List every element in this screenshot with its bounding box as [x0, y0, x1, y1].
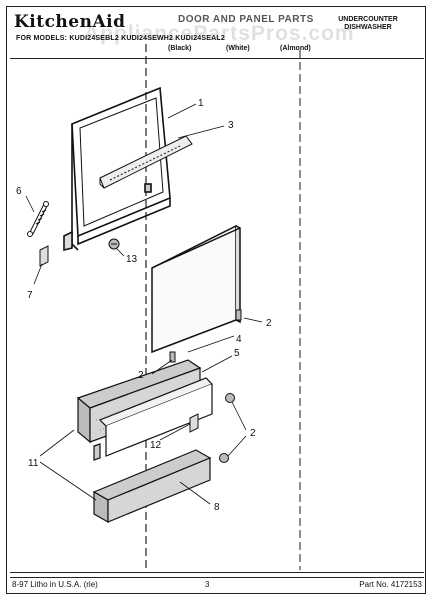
header: KitchenAid AppliancePartsPros.com DOOR A… [10, 10, 424, 62]
header-rule [10, 58, 424, 59]
spring-link-part [27, 201, 49, 237]
footer: 8-97 Litho in U.S.A. (rie) 3 Part No. 41… [10, 580, 424, 592]
callout-13: 13 [126, 254, 138, 265]
part-number: Part No. 4172153 [359, 580, 422, 589]
section-title: DOOR AND PANEL PARTS [178, 14, 314, 25]
callout-2-right: 2 [250, 428, 256, 439]
page-number: 3 [205, 580, 210, 589]
screw-13 [108, 238, 120, 250]
clip-part [39, 245, 49, 267]
callout-2-left: 2 [138, 370, 144, 381]
callout-4: 4 [236, 334, 242, 345]
door-frame-part [63, 86, 171, 252]
callout-11: 11 [28, 458, 39, 469]
callout-7: 7 [27, 290, 33, 301]
product-type-line2: DISHWASHER [344, 24, 392, 31]
screw-2a [169, 309, 242, 363]
callout-8: 8 [214, 502, 220, 513]
callout-1: 1 [198, 98, 204, 109]
color-variants: (Black) (White) (Almond) [160, 45, 350, 55]
callout-12: 12 [150, 440, 162, 451]
lower-trim-part [92, 449, 212, 524]
leader-lines [25, 103, 263, 505]
color-black: (Black) [168, 45, 192, 52]
footer-rule [10, 572, 424, 573]
screw-2b [219, 393, 235, 463]
product-type: UNDERCOUNTER DISHWASHER [318, 16, 418, 32]
litho-note: 8-97 Litho in U.S.A. (rie) [12, 580, 98, 589]
door-panel-part [151, 224, 241, 354]
callout-3: 3 [228, 120, 234, 131]
callout-5: 5 [234, 348, 240, 359]
hinge-bracket-part [99, 135, 193, 189]
callout-2-panel: 2 [266, 318, 272, 329]
callout-6: 6 [16, 186, 22, 197]
footer-rule-2 [10, 577, 424, 578]
brand-logo: KitchenAid [14, 12, 126, 32]
model-numbers: FOR MODELS: KUDI24SEBL2 KUDI24SEWH2 KUDI… [16, 35, 225, 42]
bracket-12 [189, 413, 199, 433]
color-almond: (Almond) [280, 45, 311, 52]
channel-part [93, 377, 214, 461]
product-type-line1: UNDERCOUNTER [338, 16, 398, 23]
watermark: AppliancePartsPros.com [84, 22, 355, 45]
page-frame [6, 6, 426, 594]
color-white: (White) [226, 45, 250, 52]
